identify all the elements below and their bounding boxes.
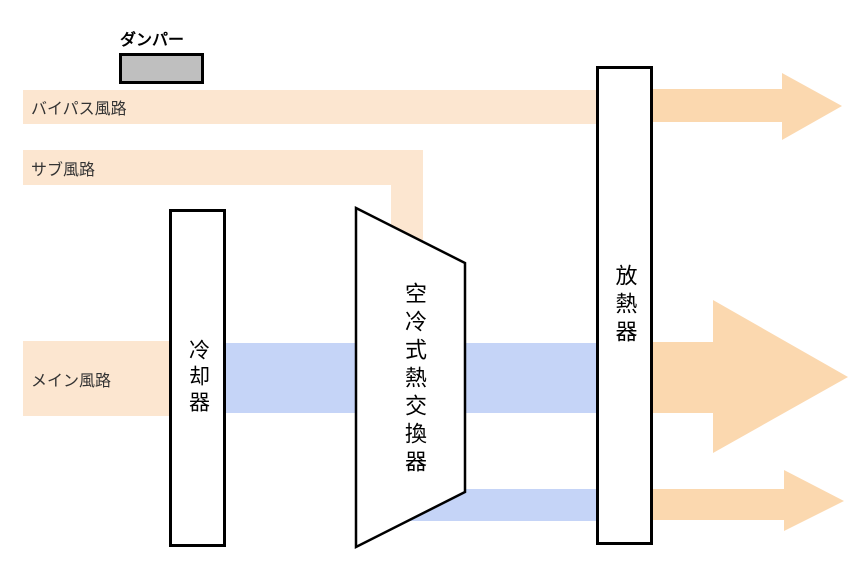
damper-label: ダンパー bbox=[120, 32, 185, 49]
sub-duct-band: サブ風路 bbox=[23, 150, 423, 185]
radiator-label: 放熱器 bbox=[612, 263, 638, 348]
lower-outflow-arrow-icon bbox=[653, 470, 844, 531]
heat-exchanger-outline bbox=[354, 205, 467, 550]
cooler-box: 冷却器 bbox=[169, 209, 226, 547]
heat-exchanger-label: 空冷式熱交換器 bbox=[402, 282, 427, 478]
main-duct-band: メイン風路 bbox=[23, 341, 170, 416]
heat-exchanger-shape bbox=[354, 205, 467, 550]
bypass-duct-band: バイパス風路 bbox=[23, 90, 597, 124]
radiator-box: 放熱器 bbox=[596, 66, 653, 545]
bypass-outflow-arrow-icon bbox=[653, 73, 842, 140]
cooler-label: 冷却器 bbox=[186, 339, 210, 417]
bypass-duct-label: バイパス風路 bbox=[31, 101, 127, 118]
sub-duct-label: サブ風路 bbox=[31, 161, 96, 179]
main-outflow-arrow-icon bbox=[653, 300, 848, 453]
damper-box bbox=[119, 53, 204, 84]
main-duct-label: メイン風路 bbox=[31, 372, 112, 390]
